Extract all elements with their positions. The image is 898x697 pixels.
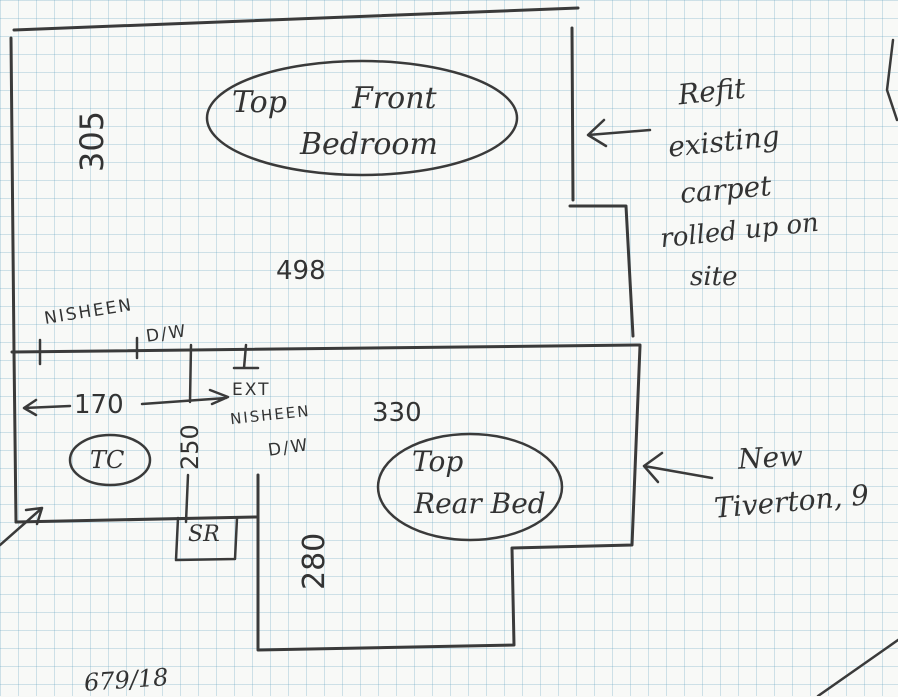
front-bedroom-label-front: Front [352, 81, 437, 116]
front-bedroom-label-top: Top [232, 85, 287, 120]
rear-width-dimension: 330 [372, 398, 422, 428]
front-right-notch-wall [568, 204, 635, 338]
refit-note-line5: site [690, 262, 738, 292]
right-edge-stroke [885, 38, 898, 122]
front-width-dimension: 498 [276, 256, 326, 286]
door-marker-center [232, 343, 260, 370]
lower-left-arrow-icon [0, 506, 44, 547]
corner-stroke [816, 638, 898, 696]
left-wall-front [9, 36, 16, 354]
date-note: 679/18 [83, 663, 170, 697]
top-wall [12, 6, 580, 32]
rear-bed-oval [376, 432, 564, 542]
lower-bottom-wall [14, 515, 258, 524]
front-bedroom-label-bedroom: Bedroom [300, 127, 438, 162]
landing-width-dimension [22, 388, 230, 417]
rear-depth-dimension: 280 [297, 532, 332, 590]
rear-bed-label-top: Top [412, 445, 464, 478]
small-room-walls [174, 516, 239, 562]
rear-bed-label-name: Rear Bed [414, 487, 546, 520]
front-bedroom-oval [205, 59, 519, 177]
landing-depth-dimension [184, 343, 193, 524]
tc-label: TC [90, 446, 125, 474]
partition-wall [10, 343, 642, 354]
tc-oval [68, 433, 152, 487]
refit-note-line3: carpet [678, 169, 773, 210]
new-tiverton-arrow-icon [642, 451, 714, 484]
landing-width-label: 170 [74, 390, 124, 420]
front-right-wall [570, 26, 575, 202]
left-wall-lower [12, 350, 18, 524]
landing-depth-label: 250 [176, 424, 204, 470]
rear-bed-walls [256, 344, 642, 652]
refit-note-line1: Refit [676, 71, 748, 112]
small-room-label: SR [188, 522, 220, 547]
door-note-center-line1: EXT [232, 380, 271, 400]
new-tiverton-line1: New [737, 439, 804, 476]
front-depth-dimension: 305 [73, 110, 111, 172]
refit-arrow-icon [586, 118, 652, 148]
